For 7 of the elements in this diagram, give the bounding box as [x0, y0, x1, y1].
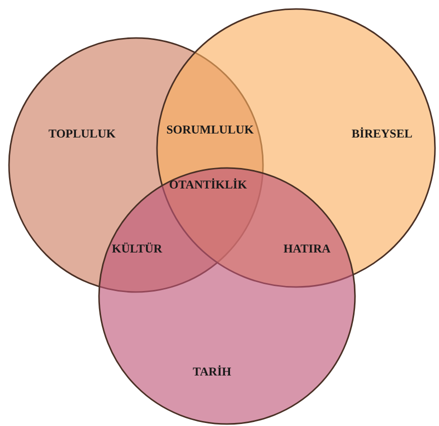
overlap-label: KÜLTÜR	[112, 242, 162, 256]
overlap-label: SORUMLULUK	[166, 122, 254, 138]
overlap-label: HATIRA	[283, 242, 331, 256]
overlap-label: OTANTİKLİK	[169, 178, 247, 192]
set-label: TOPLULUK	[48, 126, 116, 142]
set-label: BİREYSEL	[352, 126, 412, 142]
set-label: TARİH	[192, 364, 232, 380]
